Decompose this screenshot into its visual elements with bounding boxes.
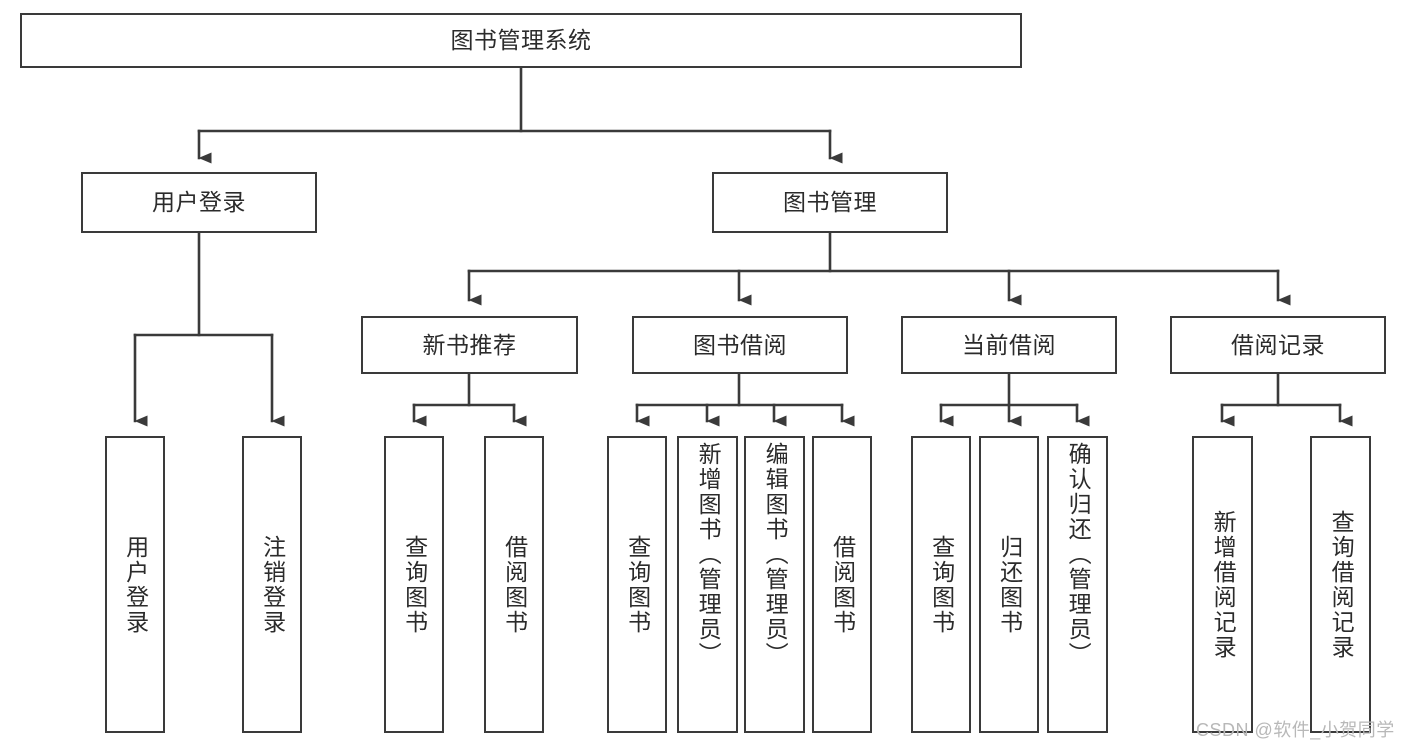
watermark: CSDN @软件_小贺同学 [1196,720,1395,740]
node-book-borrow[interactable]: 图书借阅 [632,316,848,374]
leaf-edit-book[interactable]: 编辑图书（管理员） [744,436,805,733]
leaf-user-logout[interactable]: 注销登录 [242,436,302,733]
leaf-return-book[interactable]: 归还图书 [979,436,1039,733]
node-root-label: 图书管理系统 [450,27,592,54]
node-user-login-label: 用户登录 [152,189,246,216]
leaf-query-record[interactable]: 查询借阅记录 [1310,436,1371,733]
node-book-manage[interactable]: 图书管理 [712,172,948,233]
leaf-borrow-book-2[interactable]: 借阅图书 [812,436,872,733]
leaf-user-login-label: 用户登录 [122,534,149,635]
leaf-add-record[interactable]: 新增借阅记录 [1192,436,1253,733]
leaf-add-book[interactable]: 新增图书（管理员） [677,436,738,733]
leaf-borrow-book-2-label: 借阅图书 [829,534,856,635]
leaf-query-book-2[interactable]: 查询图书 [607,436,667,733]
leaf-edit-book-label: 编辑图书（管理员） [762,442,789,667]
node-borrow-record[interactable]: 借阅记录 [1170,316,1386,374]
leaf-return-book-label: 归还图书 [996,534,1023,635]
leaf-add-record-label: 新增借阅记录 [1210,509,1237,660]
leaf-borrow-book-1[interactable]: 借阅图书 [484,436,544,733]
node-book-manage-label: 图书管理 [783,189,877,216]
node-book-borrow-label: 图书借阅 [693,331,787,358]
leaf-query-book-1-label: 查询图书 [401,534,428,635]
leaf-user-logout-label: 注销登录 [259,534,286,635]
leaf-query-book-3[interactable]: 查询图书 [911,436,971,733]
leaf-user-login[interactable]: 用户登录 [105,436,165,733]
leaf-query-book-2-label: 查询图书 [624,534,651,635]
node-borrow-record-label: 借阅记录 [1231,331,1325,358]
leaf-borrow-book-1-label: 借阅图书 [501,534,528,635]
leaf-add-book-label: 新增图书（管理员） [695,442,722,667]
node-root[interactable]: 图书管理系统 [20,13,1022,68]
node-user-login[interactable]: 用户登录 [81,172,317,233]
node-current-borrow-label: 当前借阅 [962,331,1056,358]
node-new-book-recommend-label: 新书推荐 [422,331,517,358]
leaf-query-book-3-label: 查询图书 [928,534,955,635]
node-new-book-recommend[interactable]: 新书推荐 [361,316,578,374]
node-current-borrow[interactable]: 当前借阅 [901,316,1117,374]
leaf-confirm-return-label: 确认归还（管理员） [1065,442,1092,667]
leaf-query-record-label: 查询借阅记录 [1328,509,1355,660]
leaf-query-book-1[interactable]: 查询图书 [384,436,444,733]
leaf-confirm-return[interactable]: 确认归还（管理员） [1047,436,1108,733]
